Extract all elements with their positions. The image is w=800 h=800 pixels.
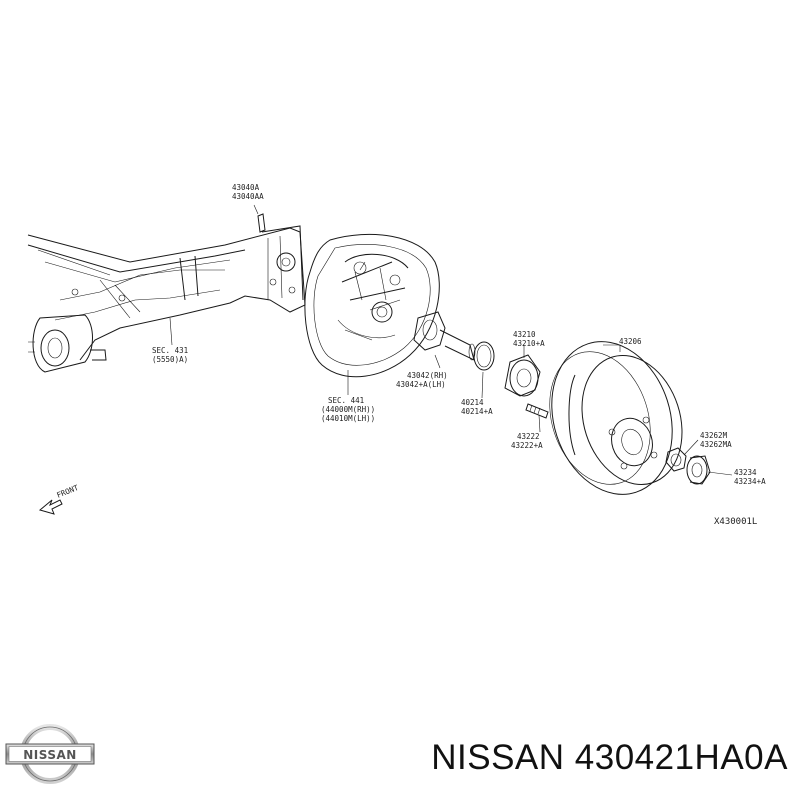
label-sec441: SEC. 441 [328, 396, 364, 405]
svg-text:NISSAN: NISSAN [23, 748, 77, 762]
label-sec431-ref: (5550)A) [152, 355, 188, 364]
label-43040a: 43040A [232, 183, 260, 192]
label-sec441-rh: (44000M(RH)) [321, 405, 375, 414]
hub-spindle [413, 311, 476, 361]
nissan-logo: NISSAN [5, 724, 95, 784]
label-43042-rh: 43042(RH) [407, 371, 448, 380]
label-43042-lh: 43042+A(LH) [396, 380, 446, 389]
diagram-code: X430001L [714, 517, 757, 527]
label-43040aa: 43040AA [232, 192, 264, 201]
leader-lines [169, 204, 733, 476]
label-43210: 43210 [513, 330, 536, 339]
brake-backing-plate [304, 233, 440, 378]
snap-ring [473, 341, 495, 371]
axle-beam [27, 213, 306, 373]
wheel-bearing [504, 354, 541, 397]
label-sec431: SEC. 431 [152, 346, 188, 355]
label-43262ma: 43262MA [700, 440, 732, 449]
label-43206: 43206 [619, 337, 642, 346]
front-direction-arrow: FRONT [38, 483, 80, 515]
label-43234: 43234 [734, 468, 757, 477]
part-number-caption: NISSAN 430421HA0A [431, 738, 788, 777]
hub-cap [686, 455, 711, 485]
label-43210a: 43210+A [513, 339, 545, 348]
brake-drum [549, 341, 683, 495]
hub-bolt [525, 403, 549, 419]
label-sec441-lh: (44010M(LH)) [321, 414, 375, 423]
part-labels: 43040A 43040AA SEC. 431 (5550)A) SEC. 44… [152, 183, 766, 527]
label-front: FRONT [55, 483, 80, 500]
label-43222: 43222 [517, 432, 540, 441]
label-40214a: 40214+A [461, 407, 493, 416]
label-43222a: 43222+A [511, 441, 543, 450]
label-43234a: 43234+A [734, 477, 766, 486]
label-40214: 40214 [461, 398, 484, 407]
hub-nut [665, 447, 687, 472]
label-43262m: 43262M [700, 431, 728, 440]
